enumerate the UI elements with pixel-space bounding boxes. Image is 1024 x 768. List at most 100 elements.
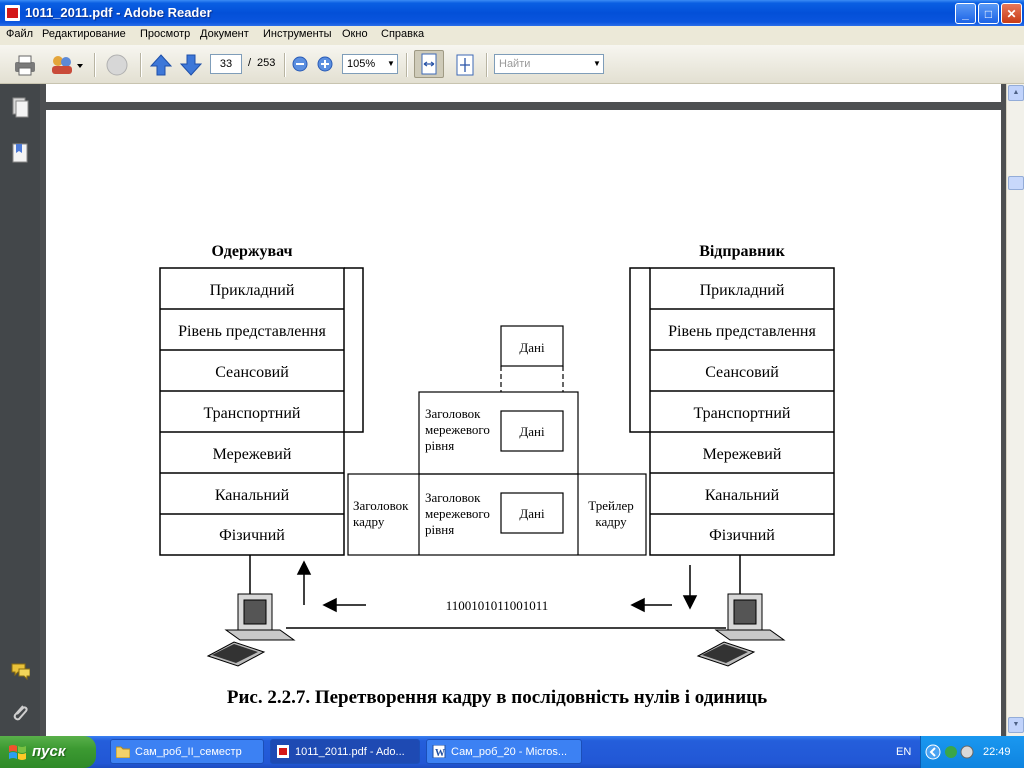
figure-caption: Рис. 2.2.7. Перетворення кадру в послідо… (227, 687, 767, 708)
task-word[interactable]: W Сам_роб_20 - Micros... (426, 739, 582, 764)
fit-width-button[interactable] (414, 50, 444, 78)
toolbar: 33 / 253 105% ▼ Найти ▼ (0, 45, 1024, 84)
menu-edit[interactable]: Редактирование (42, 28, 126, 40)
sender-title: Відправник (699, 243, 785, 260)
task-adobe-label: 1011_2011.pdf - Ado... (295, 746, 405, 758)
receiver-layer-session: Сеансовий (215, 364, 289, 381)
menu-tools[interactable]: Инструменты (263, 28, 332, 40)
comments-icon[interactable] (10, 661, 30, 683)
receiver-layer-application: Прикладний (210, 282, 295, 299)
start-label: пуск (32, 743, 66, 760)
tray-expand-icon[interactable] (925, 744, 941, 760)
pdf-icon (277, 745, 289, 758)
page-number-input[interactable]: 33 (210, 54, 242, 74)
receiver-layer-transport: Транспортний (204, 405, 301, 422)
title-bar: 1011_2011.pdf - Adobe Reader _ □ ✕ (0, 0, 1024, 26)
data-label-middle: Дані (519, 424, 545, 439)
receiver-layer-presentation: Рівень представлення (178, 323, 326, 340)
encapsulation-boxes (347, 325, 647, 556)
language-indicator[interactable]: EN (896, 746, 912, 758)
data-label-top: Дані (519, 340, 545, 355)
start-button[interactable]: пуск (0, 736, 96, 768)
system-tray: 22:49 (920, 736, 1024, 768)
network-header-line3: рівня (425, 438, 454, 453)
receiver-layer-physical: Фізичний (219, 527, 285, 544)
menu-help[interactable]: Справка (381, 28, 425, 40)
sender-layer-network: Мережевий (703, 446, 782, 463)
collaborate-icon[interactable] (48, 53, 84, 77)
pages-panel-icon[interactable] (10, 96, 30, 118)
print-icon[interactable] (12, 53, 38, 77)
zoom-value: 105% (347, 58, 376, 70)
menu-bar: Файл Редактирование Просмотр Документ Ин… (0, 26, 1024, 45)
sender-layer-datalink: Канальний (705, 487, 780, 504)
word-icon: W (432, 745, 446, 758)
sender-layer-application: Прикладний (700, 282, 785, 299)
svg-text:W: W (435, 748, 445, 758)
network-header2-line3: рівня (425, 522, 454, 537)
scroll-up-icon[interactable]: ▲ (1008, 85, 1024, 101)
task-adobe-reader[interactable]: 1011_2011.pdf - Ado... (270, 739, 420, 764)
find-input[interactable]: Найти ▼ (494, 54, 604, 74)
close-button[interactable]: ✕ (1001, 3, 1022, 24)
scroll-thumb[interactable] (1008, 176, 1024, 190)
find-placeholder: Найти (499, 58, 531, 70)
network-header-line2: мережевого (425, 422, 490, 437)
security-shield-icon[interactable] (943, 744, 959, 760)
zoom-select[interactable]: 105% ▼ (342, 54, 398, 74)
next-page-icon[interactable] (180, 53, 202, 77)
previous-page-icon[interactable] (150, 53, 172, 77)
windows-logo-icon (9, 745, 26, 760)
data-label-bottom: Дані (519, 506, 545, 521)
menu-window[interactable]: Окно (342, 28, 368, 40)
scroll-down-icon[interactable]: ▼ (1008, 717, 1024, 733)
clock: 22:49 (983, 746, 1011, 758)
folder-icon (116, 746, 130, 758)
receiver-layer-network: Мережевий (213, 446, 292, 463)
document-view[interactable]: Одержувач Відправник Прикладний Рівень п… (40, 84, 1006, 736)
vertical-scrollbar[interactable]: ▲ ▼ (1006, 84, 1024, 736)
sender-layer-physical: Фізичний (709, 527, 775, 544)
fit-page-icon[interactable] (452, 52, 478, 78)
minimize-button[interactable]: _ (955, 3, 976, 24)
fit-width-icon (421, 53, 437, 75)
page-separator: / (248, 57, 252, 69)
task-folder[interactable]: Сам_роб_II_семестр (110, 739, 264, 764)
maximize-button[interactable]: □ (978, 3, 999, 24)
sender-layer-session: Сеансовий (705, 364, 779, 381)
menu-file[interactable]: Файл (6, 28, 34, 40)
receiver-title: Одержувач (212, 243, 293, 260)
network-header-line1: Заголовок (425, 406, 481, 421)
connection-lines (249, 555, 741, 629)
osi-frame-diagram: Одержувач Відправник Прикладний Рівень п… (159, 243, 835, 708)
zoom-out-icon[interactable] (292, 56, 308, 72)
find-dropdown-icon[interactable]: ▼ (593, 59, 601, 68)
task-folder-label: Сам_роб_II_семестр (135, 746, 242, 758)
hand-tool-icon[interactable] (104, 53, 130, 77)
receiver-stack (159, 267, 364, 556)
sender-stack (629, 267, 835, 556)
zoom-in-icon[interactable] (317, 56, 333, 72)
zoom-dropdown-icon[interactable]: ▼ (387, 59, 395, 68)
menu-document[interactable]: Документ (200, 28, 249, 40)
receiver-layer-datalink: Канальний (215, 487, 290, 504)
receiver-computer-icon (206, 593, 296, 667)
frame-header-line1: Заголовок (353, 498, 409, 513)
task-word-label: Сам_роб_20 - Micros... (451, 746, 568, 758)
sender-computer-icon (696, 593, 786, 667)
frame-header-line2: кадру (353, 514, 385, 529)
bookmarks-panel-icon[interactable] (10, 142, 30, 164)
attachments-icon[interactable] (10, 702, 30, 724)
volume-icon[interactable] (959, 744, 975, 760)
taskbar: пуск Сам_роб_II_семестр 1011_2011.pdf - … (0, 736, 1024, 768)
window-title: 1011_2011.pdf - Adobe Reader (25, 5, 212, 20)
menu-view[interactable]: Просмотр (140, 28, 191, 40)
frame-trailer-line1: Трейлер (588, 498, 633, 513)
pdf-page: Одержувач Відправник Прикладний Рівень п… (46, 110, 1001, 736)
frame-trailer-line2: кадру (595, 514, 627, 529)
sender-layer-transport: Транспортний (694, 405, 791, 422)
previous-page-bottom (46, 84, 1001, 102)
pdf-app-icon (5, 5, 20, 21)
bit-sequence: 1100101011001011 (446, 598, 549, 613)
network-header2-line1: Заголовок (425, 490, 481, 505)
